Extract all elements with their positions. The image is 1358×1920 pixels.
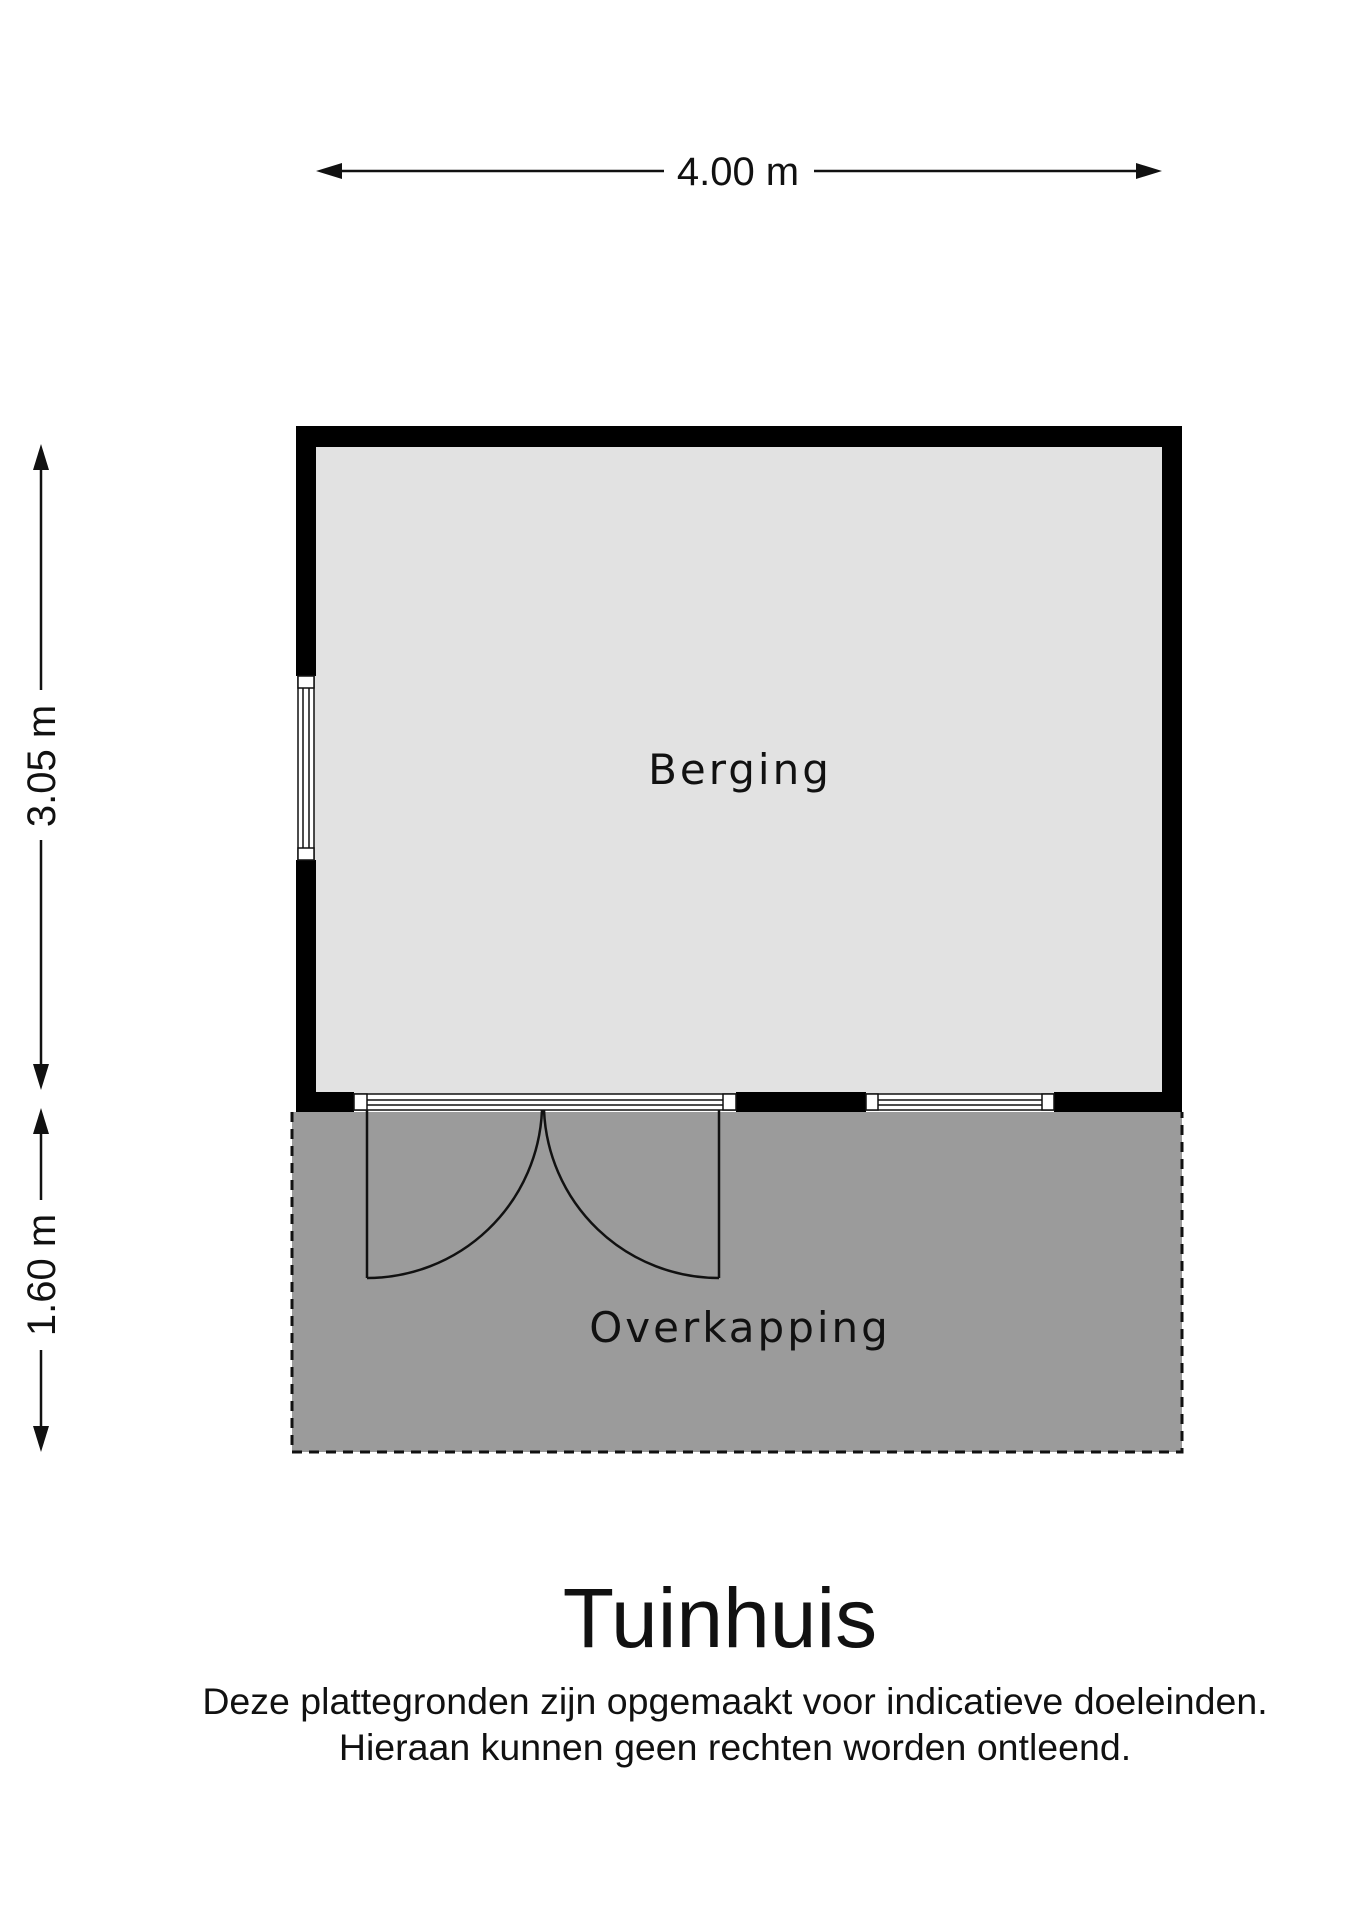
window-bottom-right bbox=[865, 1093, 1055, 1111]
dimension-berging-arrow-bottom bbox=[33, 1064, 49, 1090]
dimension-berging-arrow-top bbox=[33, 444, 49, 470]
wall-top bbox=[296, 426, 1182, 447]
door-frame bbox=[353, 1093, 737, 1111]
wall-left-upper bbox=[296, 426, 316, 676]
dimension-width-arrow-right bbox=[1136, 163, 1162, 179]
disclaimer-line-2: Hieraan kunnen geen rechten worden ontle… bbox=[338, 1726, 1132, 1768]
dimension-width-arrow-left bbox=[316, 163, 342, 179]
wall-bottom-right bbox=[1054, 1092, 1182, 1112]
room-overkapping bbox=[292, 1112, 1182, 1452]
room-label-overkapping: Overkapping bbox=[589, 1303, 891, 1352]
wall-bottom-middle bbox=[736, 1092, 866, 1112]
wall-left-lower bbox=[296, 860, 316, 1112]
wall-right bbox=[1162, 426, 1182, 1112]
dimension-height-berging: 3.05 m bbox=[20, 444, 64, 1090]
dimension-overkapping-arrow-bottom bbox=[33, 1426, 49, 1452]
plan-title: Tuinhuis bbox=[562, 1571, 878, 1665]
dimension-overkapping-arrow-top bbox=[33, 1108, 49, 1134]
door-swing-left bbox=[366, 1109, 544, 1280]
dimension-berging-label: 3.05 m bbox=[20, 705, 64, 827]
disclaimer-line-1: Deze plattegronden zijn opgemaakt voor i… bbox=[202, 1680, 1268, 1722]
door-swing-right bbox=[542, 1109, 720, 1280]
overkapping-dashed-outline bbox=[290, 1112, 1184, 1454]
window-left bbox=[297, 675, 315, 861]
dimension-width: 4.00 m bbox=[316, 150, 1162, 194]
walls bbox=[296, 426, 1182, 1112]
room-label-berging: Berging bbox=[648, 745, 832, 794]
room-berging bbox=[306, 437, 1166, 1098]
wall-bottom-left bbox=[296, 1092, 354, 1112]
dimension-height-overkapping: 1.60 m bbox=[20, 1108, 64, 1452]
dimension-overkapping-label: 1.60 m bbox=[20, 1214, 64, 1336]
double-door-icon bbox=[365, 1109, 721, 1280]
disclaimer: Deze plattegronden zijn opgemaakt voor i… bbox=[130, 1678, 1340, 1770]
dimension-width-label: 4.00 m bbox=[677, 150, 799, 194]
